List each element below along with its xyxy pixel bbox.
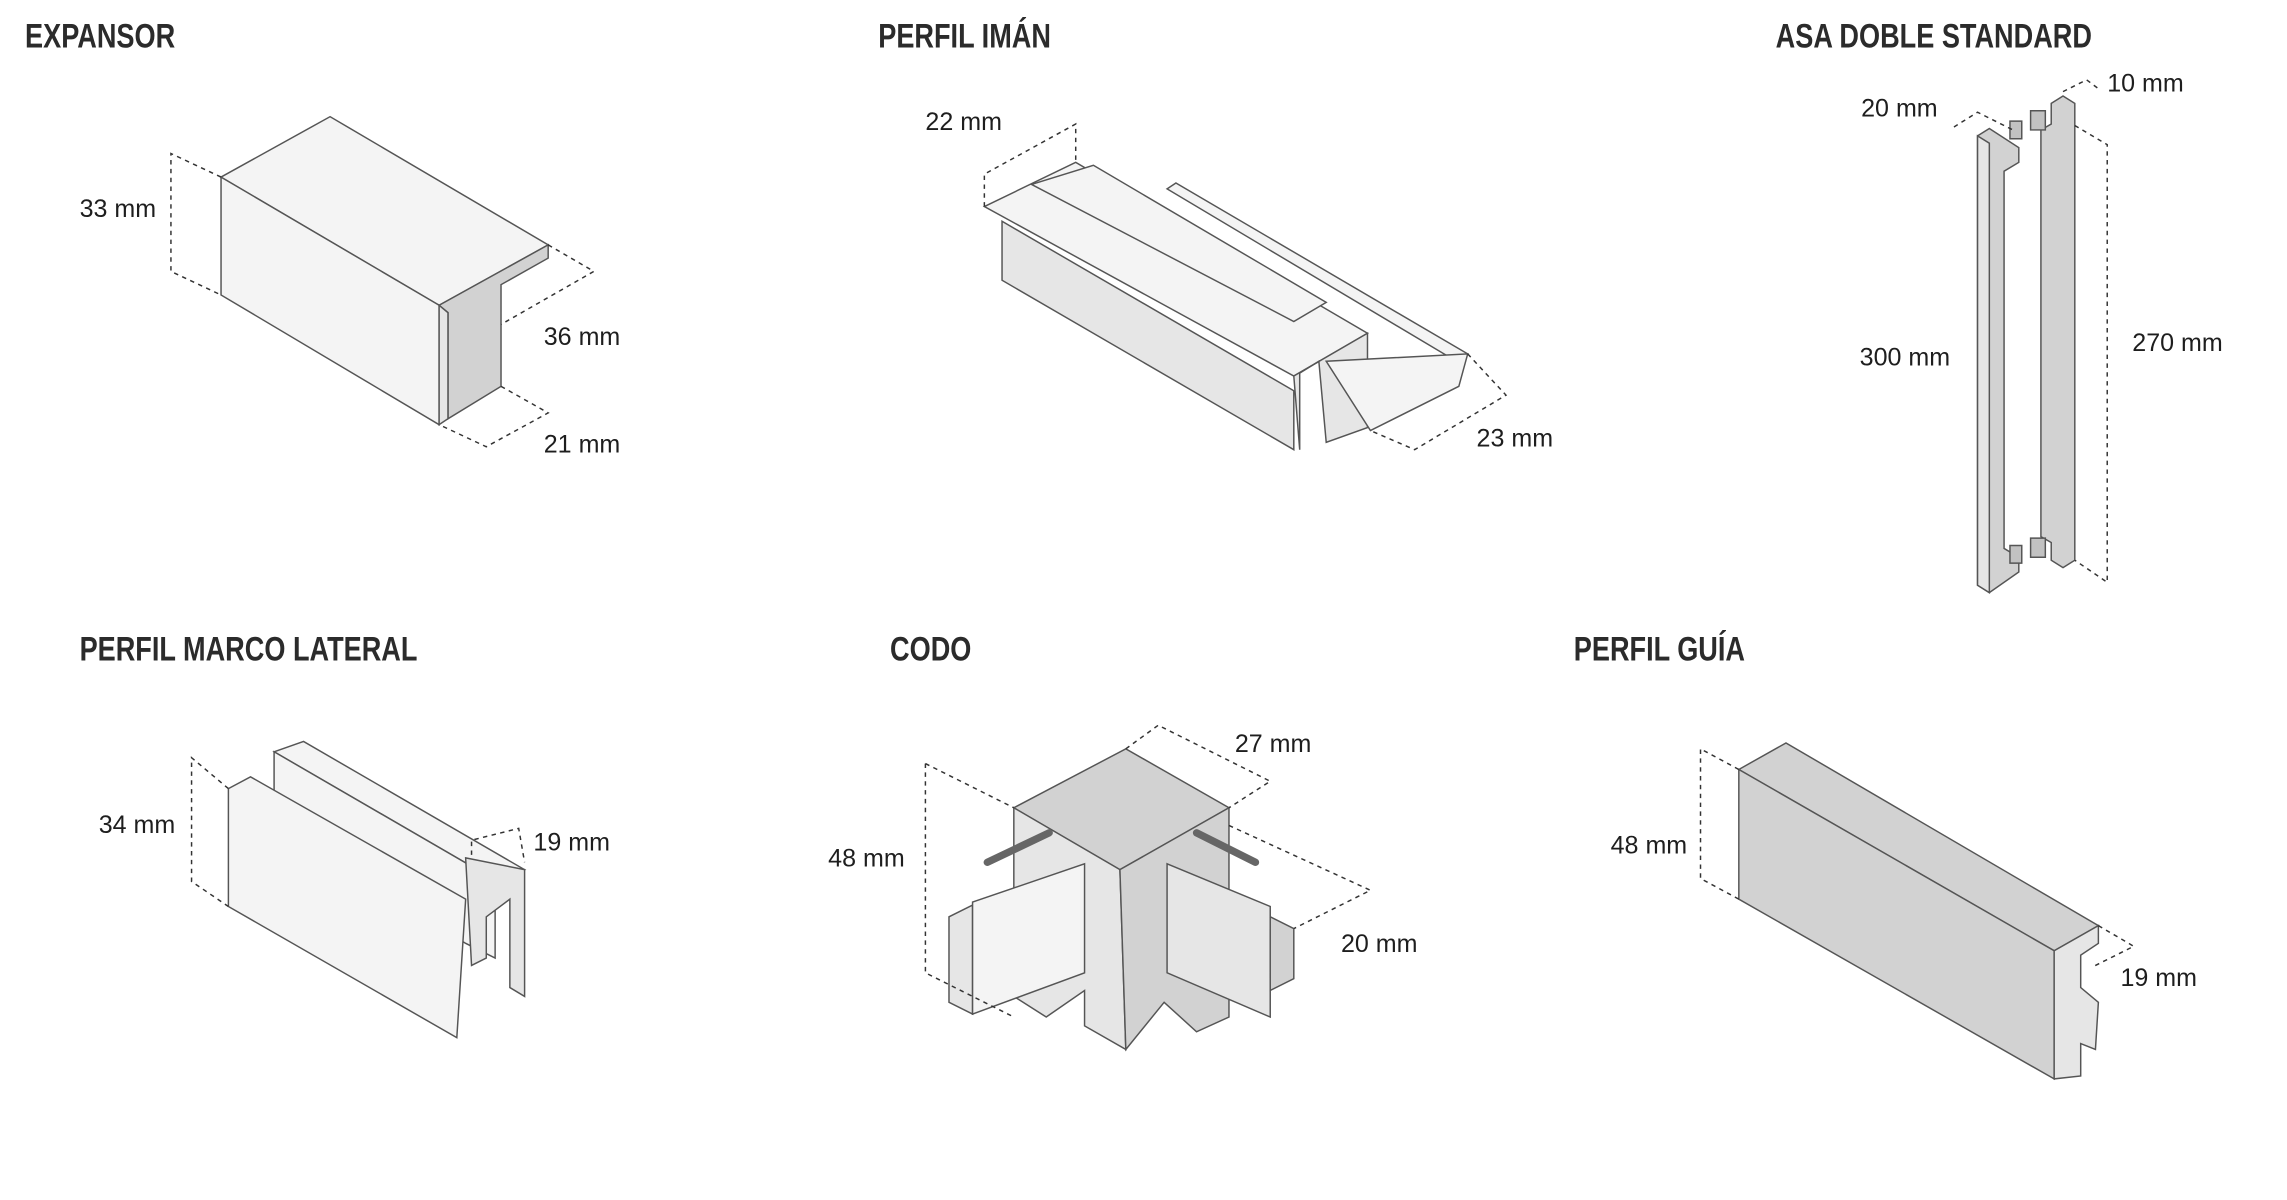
perfil-iman-group: PERFIL IMÁN 22 mm 23 mm bbox=[878, 16, 1553, 452]
dimension-label: 270 mm bbox=[2132, 329, 2222, 357]
perfil-marco-lateral-group: PERFIL MARCO LATERAL 34 mm 19 mm bbox=[80, 629, 610, 1039]
product-title: PERFIL IMÁN bbox=[878, 16, 1051, 55]
product-title: PERFIL MARCO LATERAL bbox=[80, 629, 418, 668]
expansor-shape bbox=[219, 115, 550, 427]
product-title: EXPANSOR bbox=[25, 16, 175, 55]
dimension-label: 300 mm bbox=[1860, 344, 1950, 372]
dimension-label: 10 mm bbox=[2107, 70, 2184, 98]
expansor-group: EXPANSOR 33 mm 36 mm 21 mm bbox=[25, 16, 620, 458]
perfil-iman-shape bbox=[982, 161, 1469, 451]
dimension-label: 19 mm bbox=[2120, 964, 2197, 992]
codo-group: CODO 27 mm 48 mm 20 mm bbox=[828, 629, 1418, 1052]
asa-doble-group: ASA DOBLE STANDARD 20 mm 10 mm 300 mm 27… bbox=[1776, 16, 2223, 594]
dimension-label: 20 mm bbox=[1341, 930, 1418, 958]
asa-shape bbox=[1976, 95, 2076, 594]
dimension-label: 33 mm bbox=[80, 195, 157, 223]
marco-shape bbox=[227, 740, 527, 1039]
dimension-label: 19 mm bbox=[533, 829, 610, 857]
product-title: CODO bbox=[890, 629, 971, 668]
guia-shape bbox=[1737, 742, 2100, 1081]
dimension-label: 48 mm bbox=[828, 845, 905, 873]
product-title: ASA DOBLE STANDARD bbox=[1776, 16, 2092, 55]
dimension-label: 48 mm bbox=[1611, 831, 1688, 859]
perfil-guia-group: PERFIL GUÍA 48 mm 19 mm bbox=[1574, 629, 2197, 1081]
codo-shape bbox=[948, 747, 1295, 1052]
dimension-label: 34 mm bbox=[99, 811, 176, 839]
product-title: PERFIL GUÍA bbox=[1574, 629, 1745, 668]
dimension-label: 36 mm bbox=[544, 323, 621, 351]
dimension-label: 27 mm bbox=[1235, 730, 1312, 758]
dimension-label: 22 mm bbox=[925, 108, 1002, 136]
dimension-label: 21 mm bbox=[544, 431, 621, 459]
dimension-label: 23 mm bbox=[1477, 425, 1554, 453]
dimension-label: 20 mm bbox=[1861, 95, 1938, 123]
